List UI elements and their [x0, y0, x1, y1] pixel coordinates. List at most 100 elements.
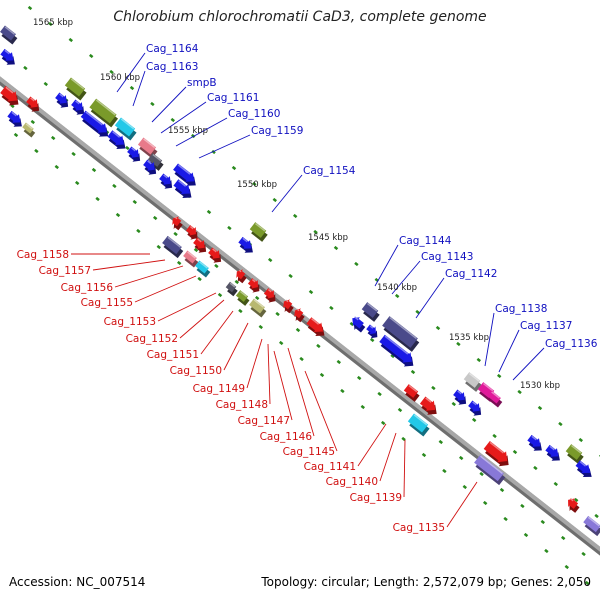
gene-feature — [407, 413, 430, 437]
gene-feature — [545, 444, 560, 461]
gene-feature — [565, 444, 584, 464]
gene-feature — [173, 163, 196, 186]
gene-feature — [7, 110, 22, 127]
gene-feature — [147, 153, 164, 171]
label-leader-lines — [71, 52, 545, 528]
scale-label-1540: 1540 kbp — [377, 283, 417, 293]
tick-mark — [292, 213, 298, 219]
tick-mark — [112, 183, 117, 189]
gene-label-cag-1148-leader — [267, 343, 271, 405]
tick-mark — [456, 341, 461, 347]
tick-mark — [152, 215, 158, 221]
tick-mark — [476, 357, 482, 363]
tick-mark — [109, 69, 114, 75]
tick-mark — [176, 260, 182, 266]
scale-label-1545: 1545 kbp — [308, 233, 348, 243]
gene-label-cag-1153-leader — [157, 292, 217, 322]
gene-feature — [568, 497, 580, 513]
gene-label-cag-1136-leader — [512, 347, 545, 381]
tick-mark — [540, 519, 546, 525]
tick-mark — [512, 449, 518, 455]
tick-mark — [95, 196, 100, 202]
gene-label-cag-1139-leader — [403, 439, 406, 498]
gene-label-cag-1161: Cag_1161 — [207, 92, 259, 104]
tick-mark — [380, 420, 386, 426]
tick-mark — [517, 389, 522, 395]
tick-mark — [206, 209, 212, 215]
tick-mark — [190, 133, 196, 139]
gene-feature — [453, 389, 467, 405]
gene-label-cag-1155: Cag_1155 — [81, 297, 133, 309]
gene-label-cag-1142: Cag_1142 — [445, 268, 497, 280]
gene-label-cag-1135: Cag_1135 — [393, 522, 445, 534]
tick-mark — [390, 353, 395, 359]
tick-mark — [91, 167, 97, 173]
tick-mark — [451, 401, 457, 407]
tick-mark — [43, 81, 49, 87]
gene-label-cag-1154: Cag_1154 — [303, 165, 356, 177]
tick-mark — [421, 452, 427, 458]
gene-label-cag-1150-leader — [223, 322, 249, 371]
genome-summary-text: Topology: circular; Length: 2,572,079 bp… — [261, 575, 591, 589]
gene-label-cag-1146: Cag_1146 — [260, 431, 313, 443]
tick-mark — [462, 484, 468, 490]
gene-feature — [225, 281, 238, 297]
gene-label-cag-1164: Cag_1164 — [146, 43, 199, 55]
tick-mark — [132, 199, 138, 205]
gene-label-cag-1150: Cag_1150 — [170, 365, 222, 377]
gene-label-cag-1160-leader — [175, 117, 228, 147]
gene-label-smpb: smpB — [187, 77, 217, 89]
gene-feature — [236, 269, 247, 284]
gene-feature — [193, 237, 207, 253]
gene-feature — [247, 278, 260, 293]
gene-label-cag-1138-leader — [484, 312, 495, 367]
scale-label-1530: 1530 kbp — [520, 381, 560, 391]
gene-label-cag-1152-leader — [179, 299, 225, 339]
tick-mark — [156, 244, 162, 250]
tick-mark — [30, 119, 36, 125]
tick-mark — [401, 436, 406, 442]
gene-feature — [89, 98, 119, 128]
gene-label-cag-1143: Cag_1143 — [421, 251, 473, 263]
scale-label-1535: 1535 kbp — [449, 333, 489, 343]
tick-mark — [354, 261, 359, 267]
gene-label-cag-1152: Cag_1152 — [126, 333, 178, 345]
tick-mark — [410, 369, 416, 375]
tick-mark — [329, 305, 334, 311]
gene-label-cag-1141: Cag_1141 — [304, 461, 356, 473]
tick-mark — [308, 289, 314, 295]
gene-label-cag-1157: Cag_1157 — [39, 265, 91, 277]
gene-feature — [173, 179, 192, 198]
tick-mark — [71, 151, 76, 157]
gene-feature — [107, 130, 126, 149]
tick-mark — [150, 101, 155, 107]
tick-mark — [573, 497, 579, 503]
tick-mark — [544, 548, 549, 554]
gene-label-cag-1159: Cag_1159 — [251, 125, 303, 137]
gene-label-cag-1163-leader — [132, 70, 146, 107]
gene-feature — [283, 299, 294, 314]
tick-mark — [558, 421, 563, 427]
gene-label-cag-1154-leader — [271, 174, 303, 213]
tick-mark — [68, 37, 74, 43]
tick-mark — [238, 308, 243, 314]
gene-label-cag-1145-leader — [304, 370, 338, 452]
tick-mark — [136, 228, 141, 234]
gene-feature — [366, 324, 378, 339]
tick-mark — [349, 321, 355, 327]
gene-feature — [127, 146, 141, 162]
gene-label-cag-1164-leader — [116, 52, 146, 93]
gene-feature — [487, 390, 503, 408]
map-title: Chlorobium chlorochromatii CaD3, complet… — [113, 9, 487, 25]
gene-feature — [0, 85, 19, 106]
gene-feature — [583, 515, 600, 537]
tick-mark — [295, 327, 301, 333]
tick-mark — [227, 225, 232, 231]
gene-feature — [235, 290, 250, 306]
gene-label-cag-1160: Cag_1160 — [228, 108, 280, 120]
gene-label-cag-1149-leader — [246, 338, 263, 389]
gene-feature — [463, 372, 482, 392]
tick-mark — [369, 337, 375, 343]
tick-mark — [197, 276, 202, 282]
